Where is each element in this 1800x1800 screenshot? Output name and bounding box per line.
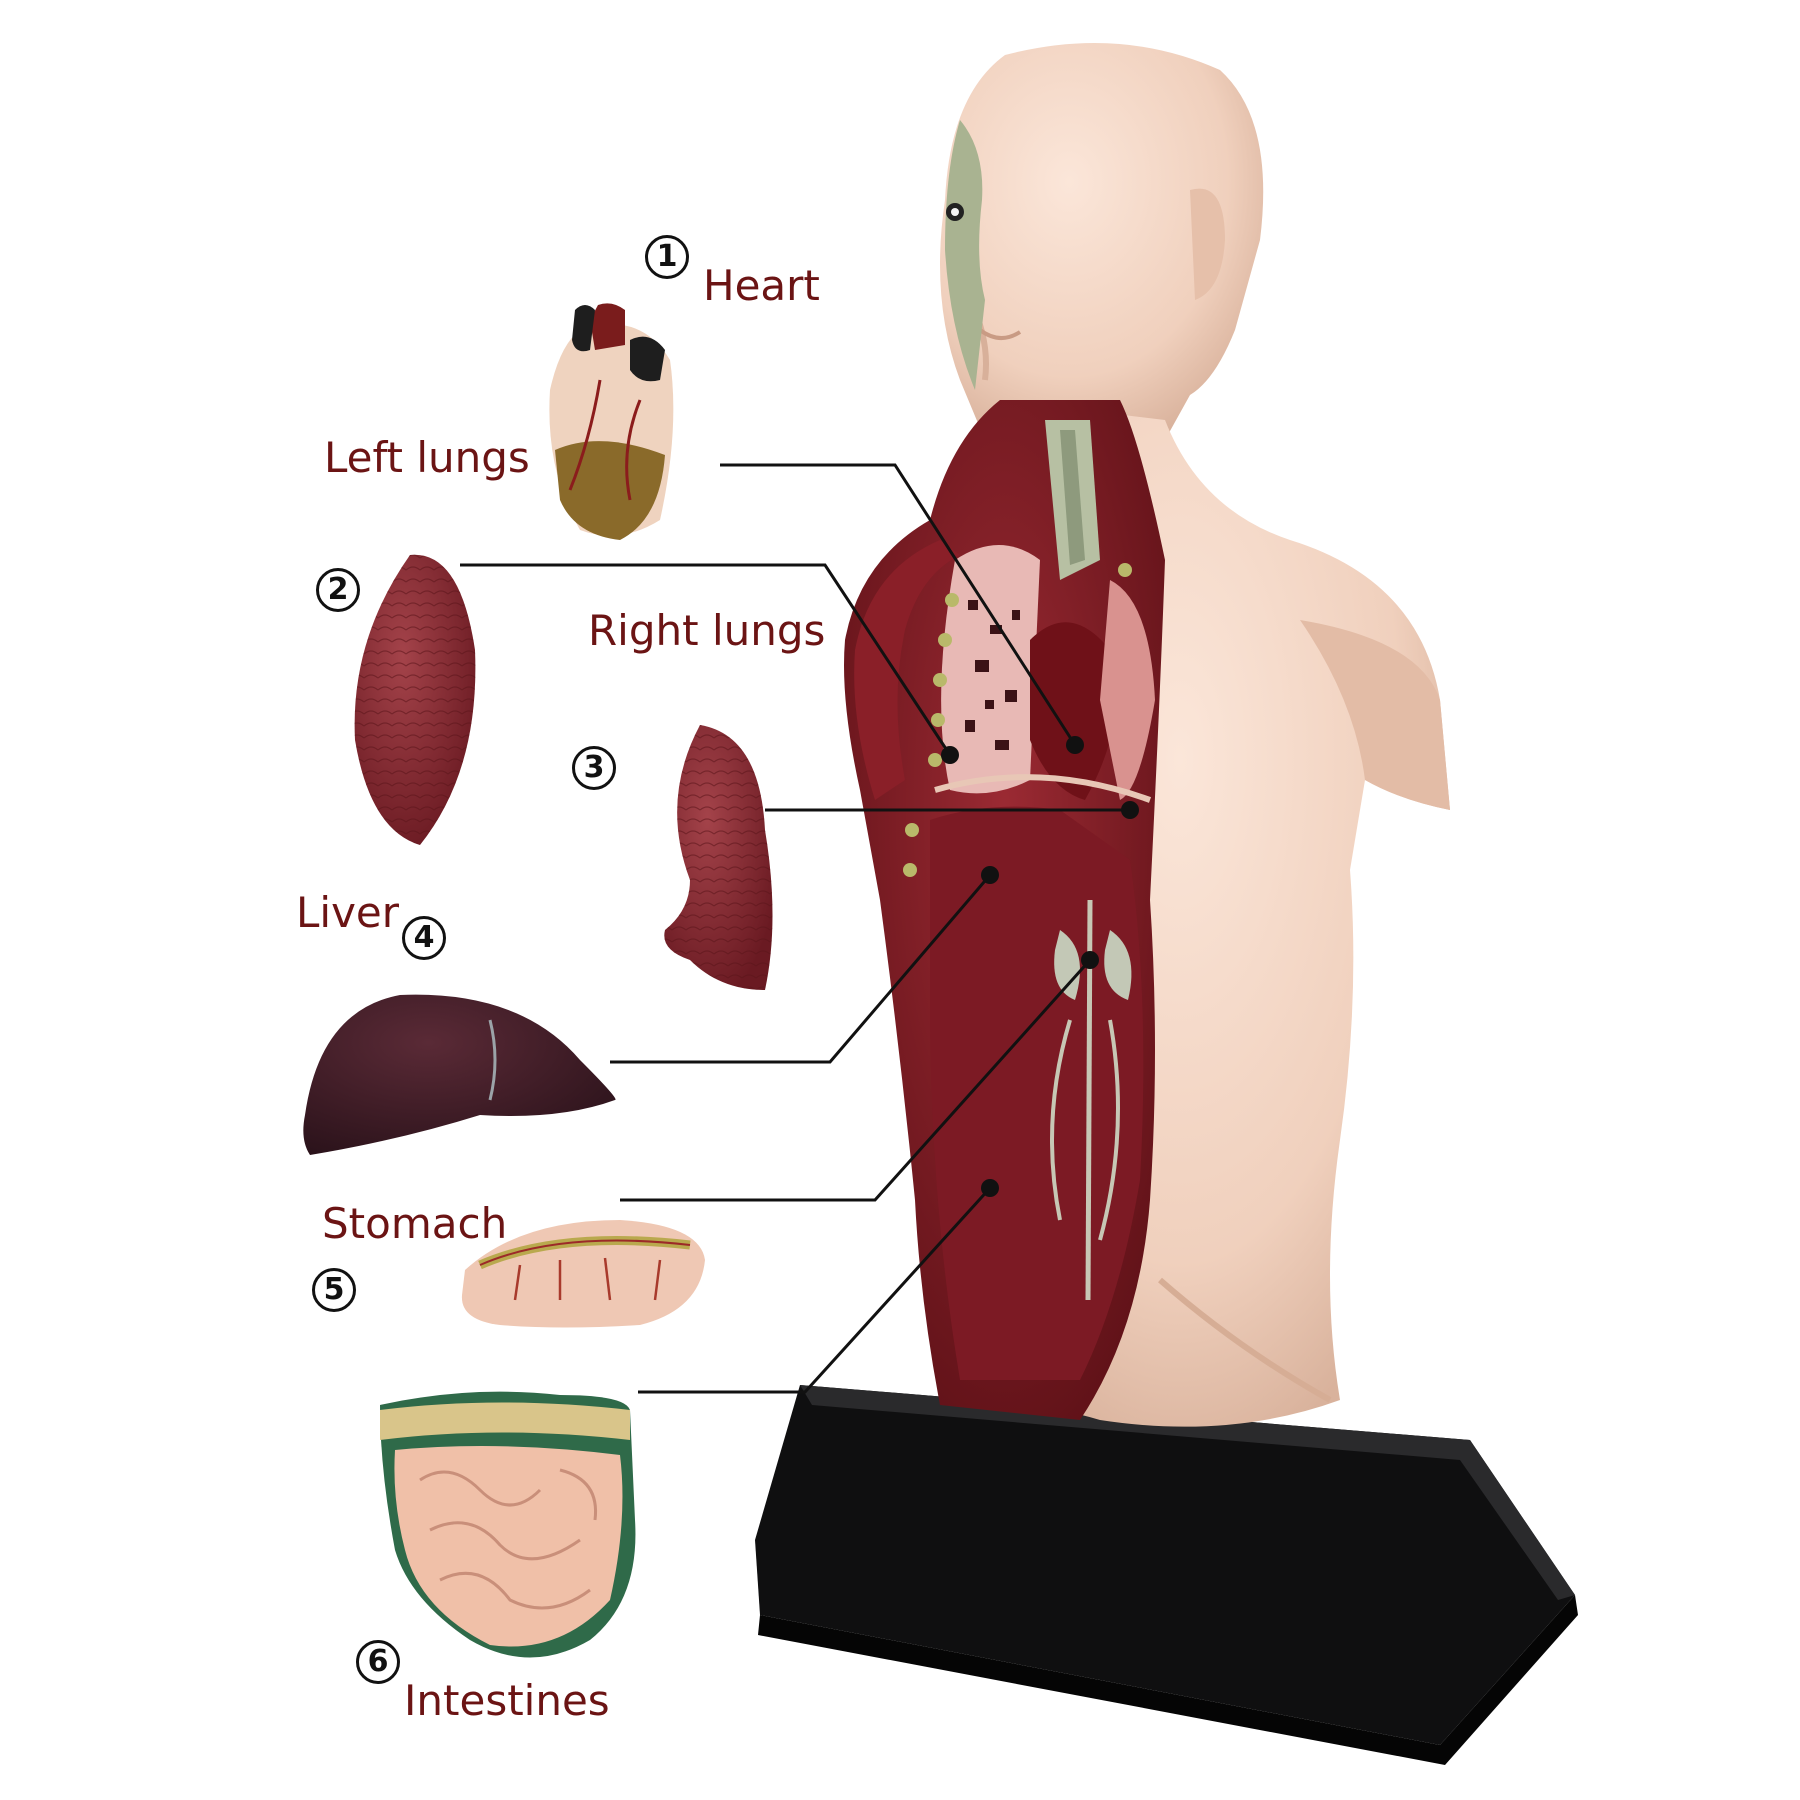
number-badge-3: 3 (572, 746, 616, 790)
leader-dots (941, 736, 1139, 1197)
number-badge-4: 4 (402, 916, 446, 960)
display-base (755, 1385, 1578, 1765)
left-lung-organ (354, 554, 476, 845)
number-badge-2: 2 (316, 568, 360, 612)
label-stomach: Stomach (322, 1199, 508, 1248)
torso-organs-cutaway (844, 400, 1165, 1420)
number-badge-6: 6 (356, 1640, 400, 1684)
number-badge-1: 1 (645, 235, 689, 279)
label-intestines: Intestines (404, 1676, 610, 1725)
leader-lines (460, 463, 1130, 1394)
label-liver: Liver (296, 888, 400, 937)
liver-organ (303, 994, 616, 1155)
number-badge-5: 5 (312, 1268, 356, 1312)
intestines-organ (380, 1391, 636, 1658)
stomach-organ (461, 1220, 705, 1328)
label-left-lungs: Left lungs (324, 433, 530, 482)
label-right-lungs: Right lungs (588, 606, 826, 655)
label-heart: Heart (703, 261, 820, 310)
heart-organ (549, 303, 674, 540)
right-lung-organ (664, 725, 773, 990)
